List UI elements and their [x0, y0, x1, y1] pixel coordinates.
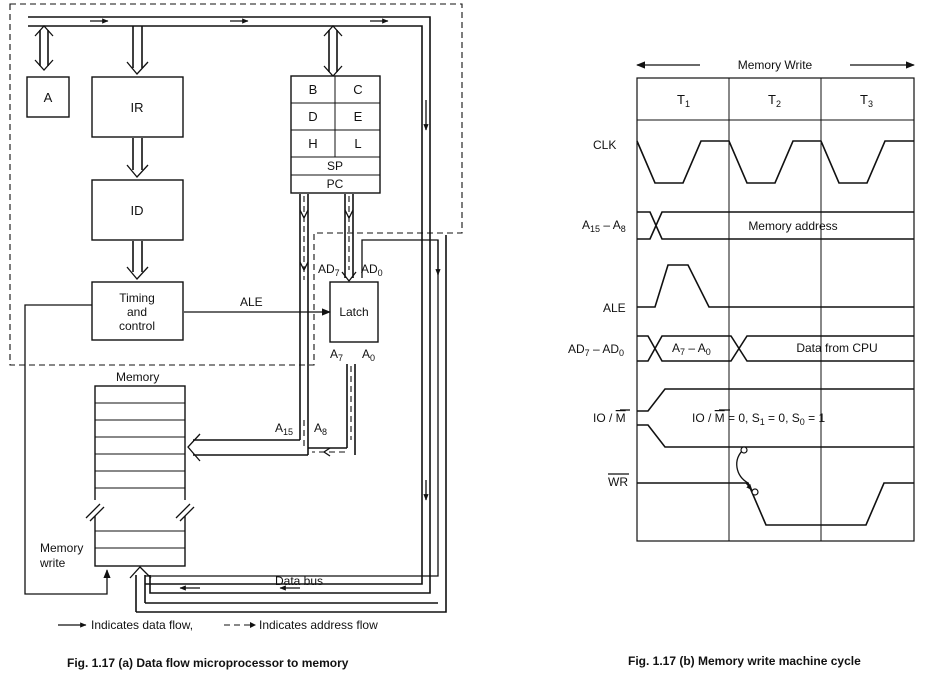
a8-label: A8: [314, 421, 327, 437]
wr-label: WR: [608, 475, 628, 489]
pc-address-paths: [187, 194, 357, 462]
register-pc: PC: [327, 177, 344, 191]
io-status-annotation: IO / M = 0, S1 = 0, S0 = 1: [692, 411, 825, 427]
register-d: D: [308, 109, 317, 124]
id-to-timing-arrow: [126, 241, 149, 280]
memory-write-line: [24, 304, 111, 595]
ad-data-path: [145, 239, 441, 577]
addr-low-annotation: A7 – A0: [672, 341, 711, 357]
io-m-waveform: [637, 388, 914, 448]
caption-right: Fig. 1.17 (b) Memory write machine cycle: [628, 654, 861, 668]
caption-left: Fig. 1.17 (a) Data flow microprocessor t…: [67, 656, 349, 670]
legend: Indicates data flow, Indicates address f…: [58, 618, 378, 632]
accumulator-label: A: [44, 90, 53, 105]
register-sp: SP: [327, 159, 343, 173]
timing-title: Memory Write: [738, 58, 813, 72]
a0-label: A0: [362, 347, 375, 363]
data-flow-legend-label: Indicates data flow,: [91, 618, 193, 632]
memory-address-annotation: Memory address: [748, 219, 837, 233]
cpu-boundary: [9, 3, 463, 366]
memory-write-label-1: Memory: [40, 541, 83, 555]
register-e: E: [354, 109, 363, 124]
state-t2: T2: [768, 92, 781, 109]
id-label: ID: [131, 203, 144, 218]
ad0-label: AD0: [361, 262, 383, 278]
data-bus-label: Data bus: [275, 574, 323, 588]
address-flow-legend-label: Indicates address flow: [259, 618, 378, 632]
register-b: B: [309, 82, 318, 97]
ale-signal-label: ALE: [603, 301, 626, 315]
ir-block: [91, 76, 184, 138]
clk-label: CLK: [593, 138, 616, 152]
memory-write-timing-diagram: Memory Write T1 T2 T3 CLK A15 – A8 ALE A…: [568, 58, 915, 668]
data-flow-diagram: A IR ID Timing and control: [9, 3, 463, 670]
id-block: [91, 179, 184, 241]
register-h: H: [308, 136, 317, 151]
accumulator-block: [26, 76, 70, 118]
register-l: L: [354, 136, 361, 151]
timing-control-block: [91, 281, 184, 341]
wr-waveform: [637, 482, 914, 526]
a15-label: A15: [275, 421, 293, 437]
addr-high-waveform: [637, 211, 914, 240]
internal-data-bus: [28, 16, 431, 594]
state-t3: T3: [860, 92, 873, 109]
data-bus-into-memory: [129, 235, 447, 613]
wr-dependency-curve: [736, 448, 749, 484]
ir-label: IR: [131, 100, 144, 115]
register-array: B C D E H L SP PC: [290, 75, 381, 194]
latch-label: Latch: [339, 305, 368, 319]
io-m-label: IO / M: [593, 411, 626, 425]
timing-label-1: Timing: [119, 291, 155, 305]
state-t1: T1: [677, 92, 690, 109]
data-from-cpu-annotation: Data from CPU: [796, 341, 877, 355]
ir-to-id-arrow: [126, 138, 149, 178]
clk-waveform: [636, 140, 914, 184]
a7-label: A7: [330, 347, 343, 363]
latch-block: [329, 281, 379, 343]
register-c: C: [353, 82, 362, 97]
memory-title: Memory: [116, 370, 159, 384]
timing-label-3: control: [119, 319, 155, 333]
timing-frame: [636, 77, 915, 542]
ale-waveform: [637, 264, 914, 308]
ale-label: ALE: [240, 295, 263, 309]
bus-to-accumulator: [34, 25, 54, 71]
bus-to-ir: [126, 26, 149, 75]
memory-write-label-2: write: [39, 556, 66, 570]
addr-high-label: A15 – A8: [582, 218, 626, 234]
bus-to-registers: [323, 25, 343, 77]
memory-block: [85, 385, 195, 567]
ad7-label: AD7: [318, 262, 340, 278]
timing-label-2: and: [127, 305, 147, 319]
ad-bus-waveform: [637, 335, 914, 362]
ad-bus-label: AD7 – AD0: [568, 342, 624, 358]
